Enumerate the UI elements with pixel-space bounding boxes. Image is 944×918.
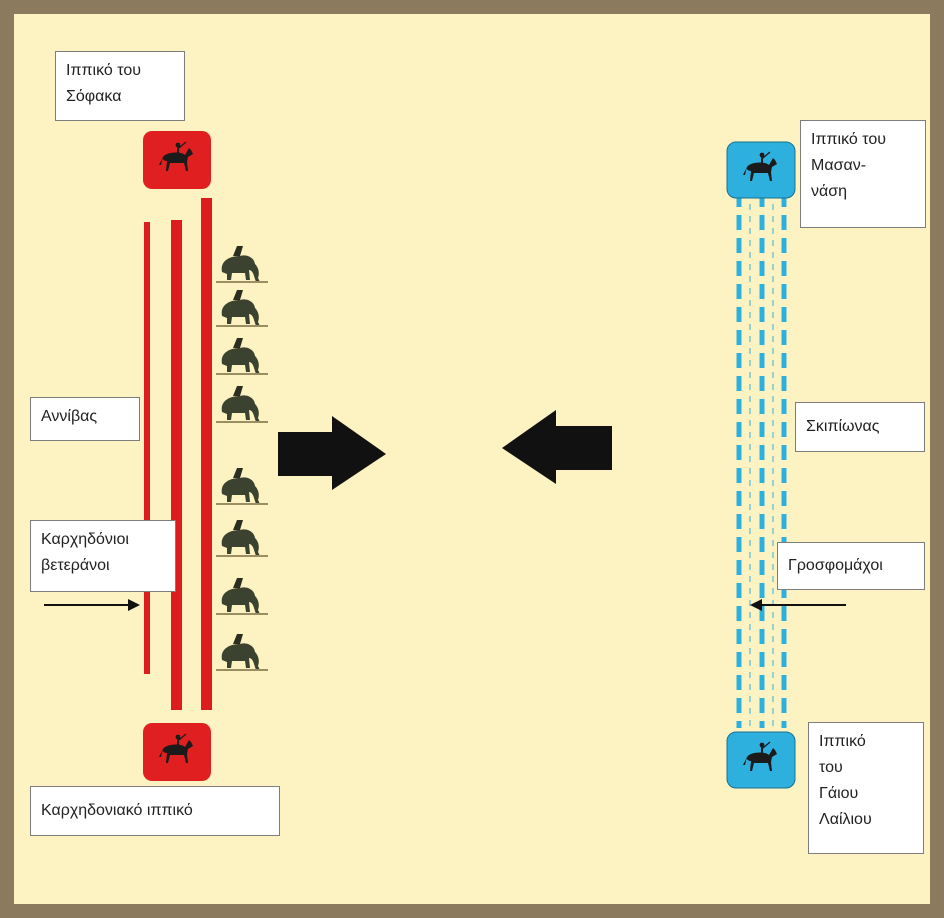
middle-line (171, 220, 182, 710)
label-masinissa-cavalry: Ιππικό του Μασαν- νάση (800, 120, 926, 228)
label-line: Μασαν- (811, 157, 867, 174)
rome-advance-arrow-icon (502, 410, 612, 484)
label-line: Σόφακα (66, 88, 122, 105)
elephant-icon (215, 467, 269, 505)
velites-pointer-arrow-icon (750, 599, 846, 611)
label-line: Γάιου (819, 785, 859, 802)
label-line: Ιππικό του (811, 131, 886, 148)
cavalry-icon-laelius (726, 731, 796, 789)
label-carthaginian-cavalry: Καρχηδονιακό ιππικό (30, 786, 280, 836)
rome-infantry-lines (736, 192, 787, 728)
carthage-advance-arrow-icon (278, 416, 386, 490)
cavalry-icon-masinissa (726, 141, 796, 199)
label-line: του (819, 759, 843, 776)
elephant-icon (215, 577, 269, 615)
label-laelius-cavalry: Ιππικό του Γάιου Λαίλιου (808, 722, 924, 854)
elephant-icon (215, 633, 269, 671)
label-line: νάση (811, 183, 848, 200)
elephant-icon (215, 337, 269, 375)
cavalry-icon-carthage (143, 723, 211, 781)
label-line: Ιππικό του (66, 62, 141, 79)
front-line (201, 198, 212, 710)
label-line: Καρχηδονιακό ιππικό (41, 802, 193, 819)
label-carthaginian-veterans: Καρχηδόνιοι βετεράνοι (30, 520, 176, 592)
label-sophax-cavalry: Ιππικό του Σόφακα (55, 51, 185, 121)
label-line: Αννίβας (41, 408, 98, 425)
label-hannibal: Αννίβας (30, 397, 140, 441)
elephant-icon (215, 245, 269, 283)
rear-line-veterans (144, 222, 150, 674)
carthage-infantry-lines (144, 198, 212, 710)
elephant-icon (215, 385, 269, 423)
label-line: βετεράνοι (41, 557, 110, 574)
veterans-pointer-arrow-icon (44, 599, 140, 611)
elephant-icon (215, 519, 269, 557)
elephant-column (215, 245, 269, 671)
label-line: Λαίλιου (819, 811, 872, 828)
label-line: Ιππικό (819, 733, 866, 750)
elephant-icon (215, 289, 269, 327)
label-line: Σκιπίωνας (806, 418, 880, 435)
label-line: Γροσφομάχοι (788, 557, 883, 574)
label-line: Καρχηδόνιοι (41, 531, 129, 548)
label-velites: Γροσφομάχοι (777, 542, 925, 590)
cavalry-icon-sophax (143, 131, 211, 189)
label-scipio: Σκιπίωνας (795, 402, 925, 452)
